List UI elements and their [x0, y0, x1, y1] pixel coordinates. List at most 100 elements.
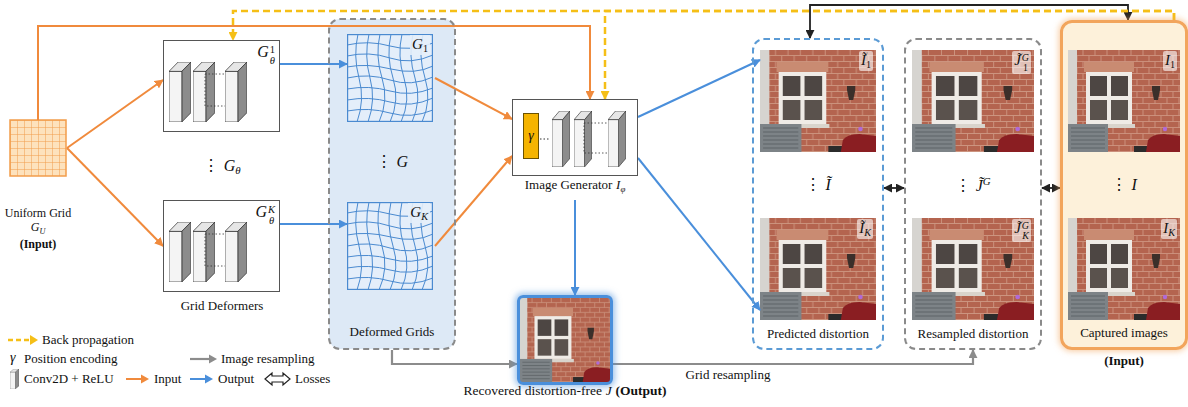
text: ⋮: [1111, 176, 1127, 193]
connector: [38, 26, 590, 120]
text-line: ⋮G: [376, 152, 408, 171]
text-line: Gθ1: [257, 42, 275, 66]
photo: [1068, 50, 1180, 152]
text: 1: [1170, 59, 1175, 70]
text-block: ⋮I: [1111, 175, 1137, 194]
text: Predicted distortion: [767, 326, 869, 341]
legend-item: Position encoding: [24, 351, 118, 367]
text: ⋮: [376, 153, 392, 170]
text-line: GθK: [255, 202, 275, 226]
math-scripts: 1G: [1022, 53, 1029, 74]
text-block: J̃KG: [1012, 219, 1031, 242]
text: Grid Deformers: [181, 298, 264, 313]
image-panel: Ĩ1: [760, 50, 876, 152]
text-line: ⋮J̃G: [955, 175, 990, 195]
text-block: J̃1G: [1012, 51, 1031, 74]
text-line: Predicted distortion: [767, 326, 869, 342]
photo: [760, 50, 876, 152]
image-panel: ĨK: [760, 218, 876, 320]
image-generator: γImage GeneratorIφ: [512, 99, 638, 176]
text: G: [224, 157, 236, 174]
text-line: Image GeneratorIφ: [525, 177, 626, 194]
uniform-grid: [10, 120, 66, 176]
text: (Input): [20, 237, 57, 251]
group-box: J̃1G J̃KG ⋮J̃G Resampled distortion: [904, 38, 1042, 350]
text-block: ⋮J̃G: [955, 175, 990, 195]
connector: [574, 200, 576, 295]
text-block: γ: [10, 350, 16, 367]
connector: [638, 158, 760, 310]
text-line: Uniform Grid: [5, 206, 71, 220]
text-line: γ: [10, 350, 16, 367]
connector: [67, 80, 163, 148]
text-block: GθK: [255, 202, 275, 226]
text-line: I1: [1165, 51, 1175, 71]
text: Deformed Grids: [350, 324, 435, 339]
connector: [67, 148, 163, 246]
text: K: [421, 211, 428, 222]
text: G: [396, 153, 408, 170]
text: G: [1022, 221, 1029, 231]
text-block: Grid Deformers: [181, 298, 264, 314]
text-block: G1: [410, 35, 430, 55]
photo: [1068, 218, 1180, 320]
math-scripts: θK: [268, 204, 275, 226]
legend-text: Losses: [295, 371, 330, 386]
text: φ: [620, 184, 625, 194]
conv-stack: [540, 111, 626, 167]
text-block: ĨK: [857, 219, 873, 239]
text-line: ⋮Gθ: [203, 156, 240, 178]
text: Captured images: [1080, 325, 1168, 340]
connector: [392, 350, 517, 364]
text: G: [410, 204, 421, 220]
text-line: ĨK: [859, 219, 871, 239]
text: I: [1165, 52, 1170, 68]
text-line: γ: [528, 128, 534, 145]
text: Recovered distortion-free: [464, 383, 602, 398]
connector: [638, 60, 760, 117]
text: θ: [235, 164, 240, 176]
conv-stack: [169, 62, 247, 122]
image-panel: J̃1G: [912, 50, 1034, 152]
conv-stack: [169, 222, 247, 282]
text: θ: [270, 55, 275, 66]
image-panel: I1: [1068, 50, 1180, 152]
text-block: ⋮Gθ: [203, 156, 240, 178]
text: Ĩ: [826, 176, 831, 193]
legend-item: Input: [154, 371, 181, 387]
text-block: γ: [528, 128, 534, 145]
text-line: (Input): [5, 237, 71, 251]
legend-text: Input: [154, 371, 181, 386]
text-block: Captured images: [1080, 325, 1168, 341]
deformed-grid: G1: [347, 34, 433, 122]
connector: [1042, 187, 1060, 189]
group-fill: [329, 19, 455, 349]
text-line: GU: [5, 220, 71, 236]
connector: [280, 223, 347, 225]
text: ⋮: [805, 176, 821, 193]
text: G: [257, 43, 269, 60]
group-fill: [1062, 22, 1186, 348]
text: γ: [528, 128, 534, 143]
text: G: [983, 175, 991, 187]
connector: [605, 11, 1174, 99]
text-line: J̃1G: [1014, 51, 1029, 74]
math-scripts: KG: [1022, 221, 1029, 242]
photo: [520, 298, 610, 382]
text-block: Gθ1: [257, 42, 275, 66]
text: K: [268, 204, 275, 215]
text-block: I1: [1163, 51, 1177, 71]
text: 1: [1022, 63, 1029, 73]
connector: [233, 11, 1174, 40]
text: (Output): [615, 383, 666, 398]
text-line: Resampled distortion: [918, 326, 1029, 342]
deformed-grid: GK: [347, 202, 433, 290]
photo: [912, 218, 1034, 320]
legend-text: Output: [218, 371, 254, 386]
text-line: Captured images: [1080, 325, 1168, 341]
text: Uniform Grid: [5, 206, 71, 220]
text: J: [606, 383, 612, 398]
text-block: IK: [1161, 219, 1177, 239]
text-block: Resampled distortion: [918, 326, 1029, 342]
